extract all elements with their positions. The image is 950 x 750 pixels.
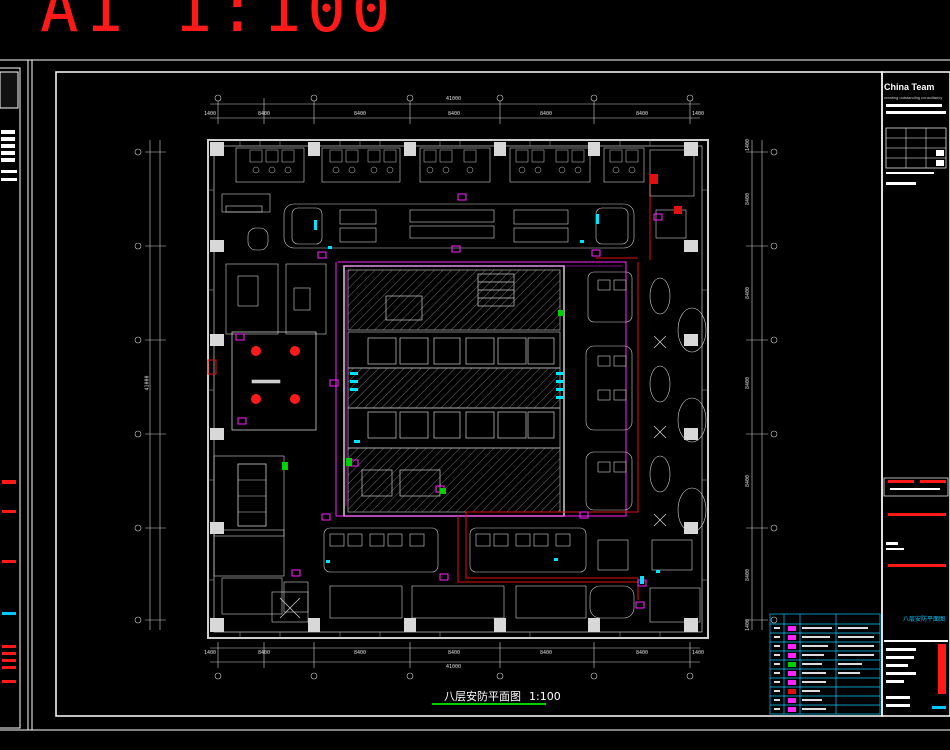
bottom-workstations [271, 527, 635, 623]
dim-right-1: 8400 [745, 192, 752, 206]
building-outline [207, 139, 709, 639]
dim-right-4: 8400 [745, 474, 752, 488]
left-zone-furniture [213, 193, 327, 615]
dim-bottom-4: 8400 [540, 650, 553, 656]
drawing-title: 八层安防平面图 1:100 [444, 688, 561, 704]
dim-left-overall: 41000 [144, 375, 151, 391]
dim-bottom-2: 8400 [354, 650, 367, 656]
dim-top-5: 8400 [636, 111, 649, 117]
grid-axis-bubbles [134, 94, 778, 680]
dim-top-2: 8400 [354, 111, 367, 117]
dim-top-3: 8400 [448, 111, 461, 117]
dim-right-6: 1400 [745, 618, 752, 632]
left-sheet-strip [0, 67, 21, 729]
dim-right-5: 8400 [745, 568, 752, 582]
dim-bottom-0: 1400 [204, 650, 217, 656]
dim-top-6: 1400 [692, 111, 705, 117]
dim-right-2: 8400 [745, 286, 752, 300]
sheet-size-label: A1 1:100 [40, 0, 397, 47]
red-markers [207, 174, 682, 375]
title-block-drawing-name: 八层安防平面图 [903, 616, 946, 623]
access-control-devices [314, 214, 660, 584]
dim-overall-top: 41000 [446, 96, 462, 102]
dim-bottom-5: 8400 [636, 650, 649, 656]
perimeter-columns [210, 142, 698, 632]
dim-overall-bottom: 41000 [446, 664, 462, 670]
dim-top-4: 8400 [540, 111, 553, 117]
title-block-frame [881, 71, 950, 717]
dim-bottom-6: 1400 [692, 650, 705, 656]
building-core [343, 265, 565, 517]
drawing-title-text: 八层安防平面图 [444, 690, 521, 703]
security-boundary [335, 261, 627, 517]
legend-table [769, 613, 881, 715]
right-zone-furniture [585, 149, 707, 623]
dimension-lines [145, 98, 768, 668]
drawing-scale: 1:100 [529, 690, 561, 703]
firm-logo: China Team [884, 82, 935, 92]
facade-mullions [208, 140, 708, 638]
dim-bottom-1: 8400 [258, 650, 271, 656]
dim-top-1: 8400 [258, 111, 271, 117]
drawing-title-underline [432, 703, 546, 705]
alarm-points [251, 346, 300, 404]
title-block-contents [883, 104, 949, 709]
dim-right-0: 1400 [745, 138, 752, 152]
intrusion-sensors [282, 310, 564, 494]
dim-top-0: 1400 [204, 111, 217, 117]
open-office-band [283, 203, 635, 249]
dim-right-3: 8400 [745, 376, 752, 390]
top-workstations [235, 147, 645, 183]
dim-bottom-3: 8400 [448, 650, 461, 656]
firm-tagline: creating outstanding consultancy [884, 95, 943, 100]
